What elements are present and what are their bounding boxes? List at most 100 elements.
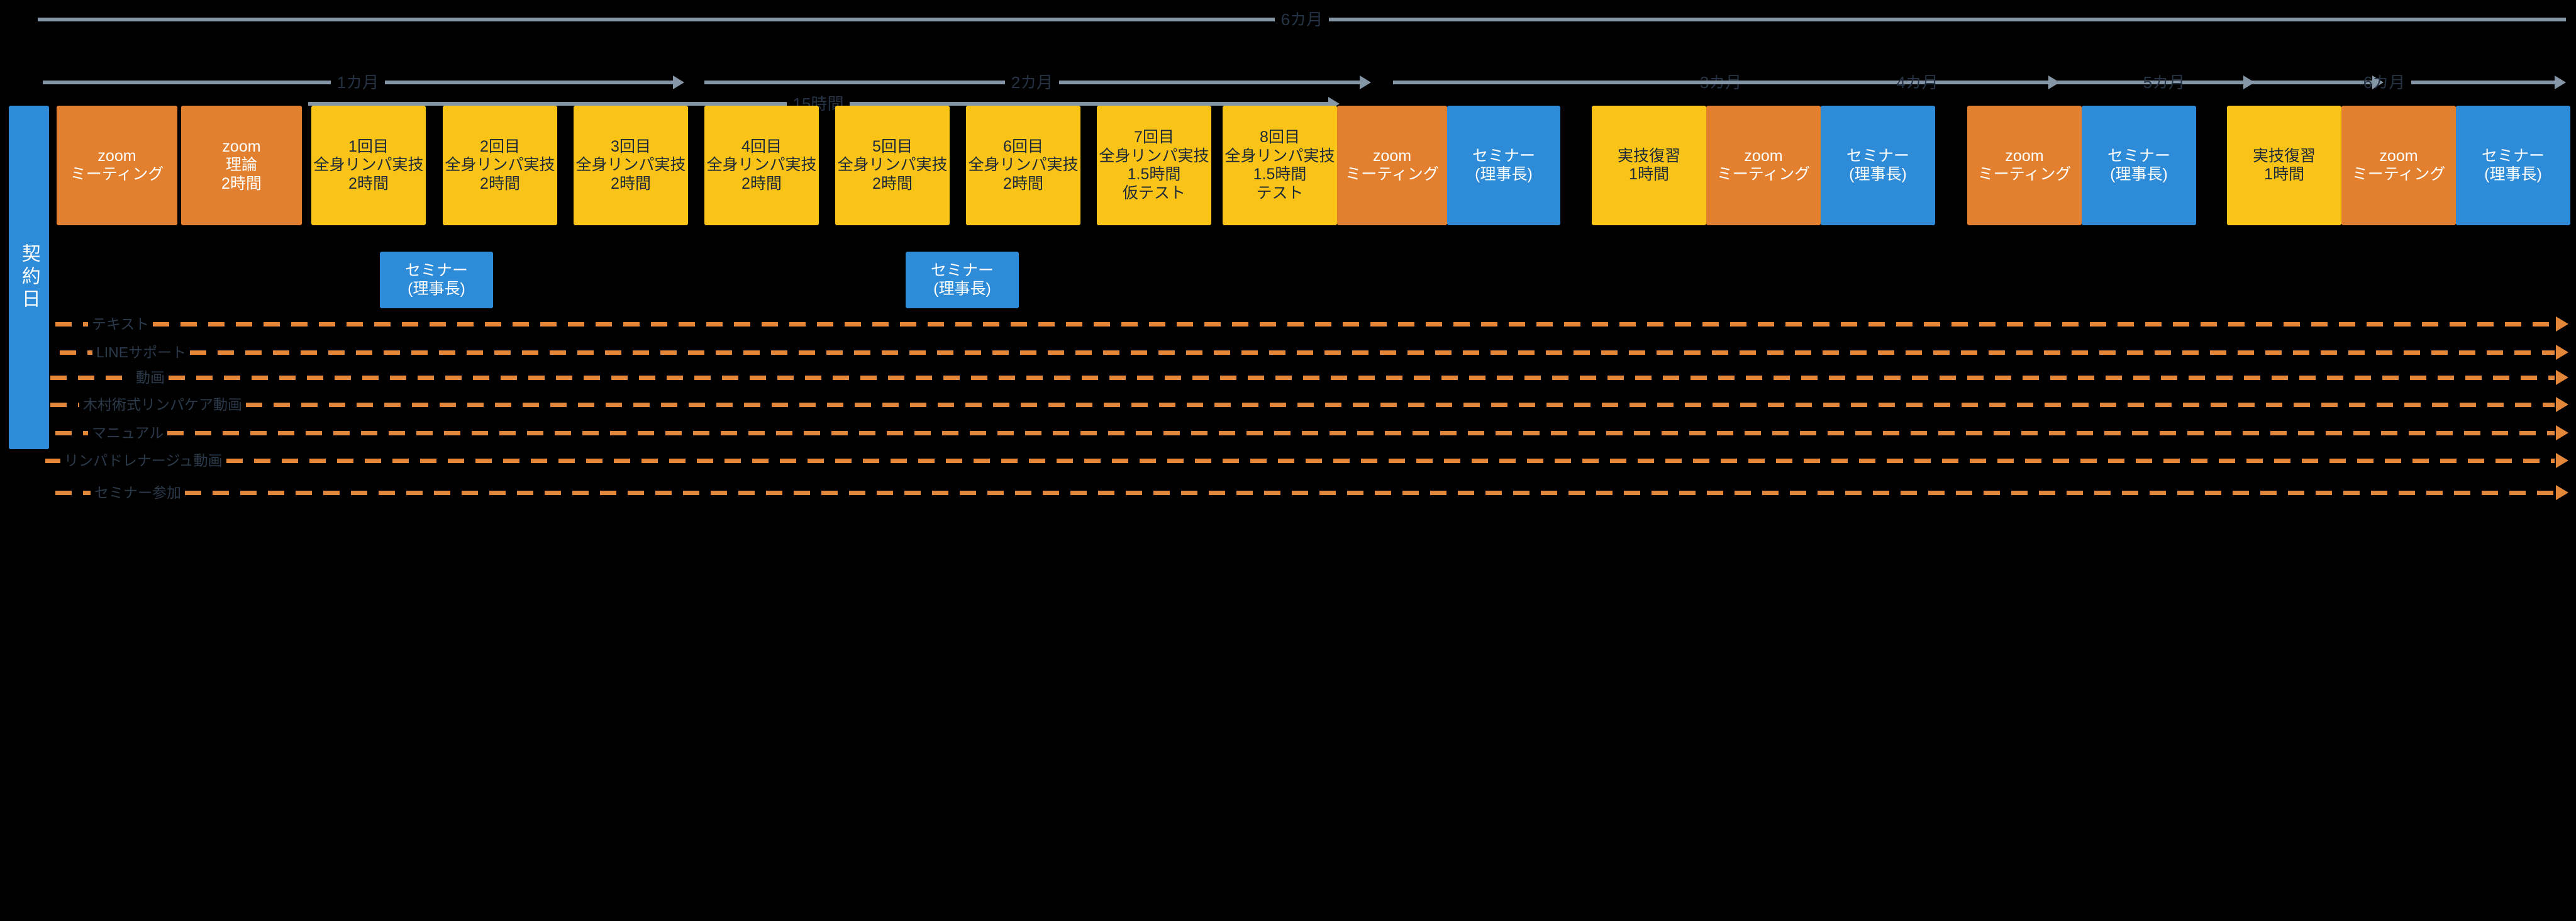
seminar-4[interactable]: セミナー(理事長) [2456, 106, 2570, 225]
span-label: 1カ月 [336, 73, 379, 92]
span-bar-left [1591, 81, 1890, 84]
span-spans_row2-5: 6カ月 [2214, 74, 2566, 91]
lesson-2-line-0: 2回目 [480, 137, 520, 155]
span-bar-left [704, 81, 1005, 84]
lesson-7-line-0: 7回目 [1134, 128, 1174, 146]
deliverable-row: テキスト [55, 315, 2568, 333]
span-bar-right [385, 81, 673, 84]
dash-segment-main [185, 490, 2555, 495]
deliverable-label: LINEサポート [96, 343, 187, 360]
zoom-meeting-5-line-1: ミーティング [2351, 165, 2446, 183]
dash-segment-main [169, 375, 2555, 380]
seminar-3[interactable]: セミナー(理事長) [2082, 106, 2196, 225]
lesson-4-line-2: 2時間 [741, 174, 782, 193]
seminar-floating-1-line-0: セミナー [404, 261, 468, 279]
lesson-2-line-1: 全身リンパ実技 [445, 156, 555, 174]
seminar-1[interactable]: セミナー(理事長) [1447, 106, 1560, 225]
deliverable-label: 動画 [136, 369, 165, 386]
lesson-6-line-1: 全身リンパ実技 [968, 156, 1079, 174]
lesson-1-line-1: 全身リンパ実技 [313, 156, 424, 174]
practice-review-2-line-0: 実技復習 [2252, 147, 2316, 165]
seminar-4-line-1: (理事長) [2484, 165, 2542, 183]
lesson-3-line-2: 2時間 [611, 174, 651, 193]
dash-arrowhead-icon [2556, 345, 2568, 360]
zoom-meeting-1-line-1: ミーティング [70, 165, 164, 183]
practice-review-1-line-0: 実技復習 [1617, 147, 1680, 165]
deliverable-row: リンパドレナージュ動画 [45, 451, 2568, 470]
span-label: 4カ月 [1896, 73, 1938, 92]
contract-day-line-0: 契約日 [18, 243, 40, 311]
lesson-7-line-2: 1.5時間 [1127, 165, 1181, 183]
lesson-1-line-0: 1回目 [348, 137, 389, 155]
seminar-2[interactable]: セミナー(理事長) [1821, 106, 1935, 225]
deliverable-row: 動画 [50, 368, 2568, 387]
lesson-3-line-0: 3回目 [611, 137, 651, 155]
seminar-3-line-1: (理事長) [2110, 165, 2168, 183]
zoom-theory-line-2: 2時間 [221, 174, 262, 193]
seminar-floating-2[interactable]: セミナー(理事長) [906, 252, 1019, 308]
lesson-3-line-1: 全身リンパ実技 [575, 156, 686, 174]
seminar-2-line-1: (理事長) [1849, 165, 1907, 183]
zoom-meeting-2-line-0: zoom [1372, 147, 1412, 165]
span-label: 2カ月 [1011, 73, 1053, 92]
zoom-meeting-2-line-1: ミーティング [1345, 165, 1439, 183]
span-arrowhead-icon [2555, 75, 2566, 89]
dash-segment-main [153, 321, 2555, 327]
zoom-meeting-4-line-0: zoom [2005, 147, 2044, 165]
lesson-4-line-1: 全身リンパ実技 [706, 156, 817, 174]
span-spans_row2-0: 1カ月 [43, 74, 684, 91]
span-bar-right [850, 102, 1329, 106]
zoom-theory-line-1: 理論 [225, 156, 257, 174]
deliverable-label: マニュアル [92, 424, 164, 441]
seminar-floating-2-line-1: (理事長) [933, 280, 991, 298]
span-bar-left [1393, 81, 1694, 84]
seminar-floating-1[interactable]: セミナー(理事長) [380, 252, 493, 308]
zoom-meeting-5-line-0: zoom [2379, 147, 2418, 165]
dash-arrowhead-icon [2556, 370, 2568, 385]
dash-arrowhead-icon [2556, 425, 2568, 440]
zoom-theory-line-0: zoom [222, 137, 261, 155]
contract-day[interactable]: 契約日 [9, 106, 49, 449]
seminar-2-line-0: セミナー [1846, 147, 1909, 165]
dash-arrowhead-icon [2556, 485, 2568, 500]
dash-arrowhead-icon [2556, 316, 2568, 332]
span-bar-left [1956, 81, 2137, 84]
lesson-6-line-2: 2時間 [1003, 174, 1043, 193]
zoom-meeting-1-line-0: zoom [97, 147, 136, 165]
span-arrowhead-icon [2372, 75, 2384, 89]
deliverable-row: 木村術式リンパケア動画 [50, 395, 2568, 414]
zoom-meeting-4-line-1: ミーティング [1977, 165, 2072, 183]
lesson-5-line-0: 5回目 [872, 137, 913, 155]
seminar-4-line-0: セミナー [2481, 147, 2545, 165]
span-arrowhead-icon [673, 75, 684, 89]
deliverable-row: セミナー参加 [55, 483, 2568, 502]
dash-segment-main [190, 350, 2555, 355]
deliverable-row: LINEサポート [60, 343, 2568, 362]
dash-segment-lead [55, 490, 91, 495]
practice-review-2-line-1: 1時間 [2264, 165, 2304, 183]
deliverable-label: リンパドレナージュ動画 [64, 452, 223, 469]
deliverable-label: 木村術式リンパケア動画 [83, 396, 242, 413]
deliverable-label: セミナー参加 [94, 484, 181, 501]
lesson-8-line-1: 全身リンパ実技 [1224, 147, 1335, 165]
dash-arrowhead-icon [2556, 397, 2568, 412]
span-spans_top-0: 6カ月 [38, 11, 2566, 28]
span-bar-right [2411, 81, 2555, 84]
